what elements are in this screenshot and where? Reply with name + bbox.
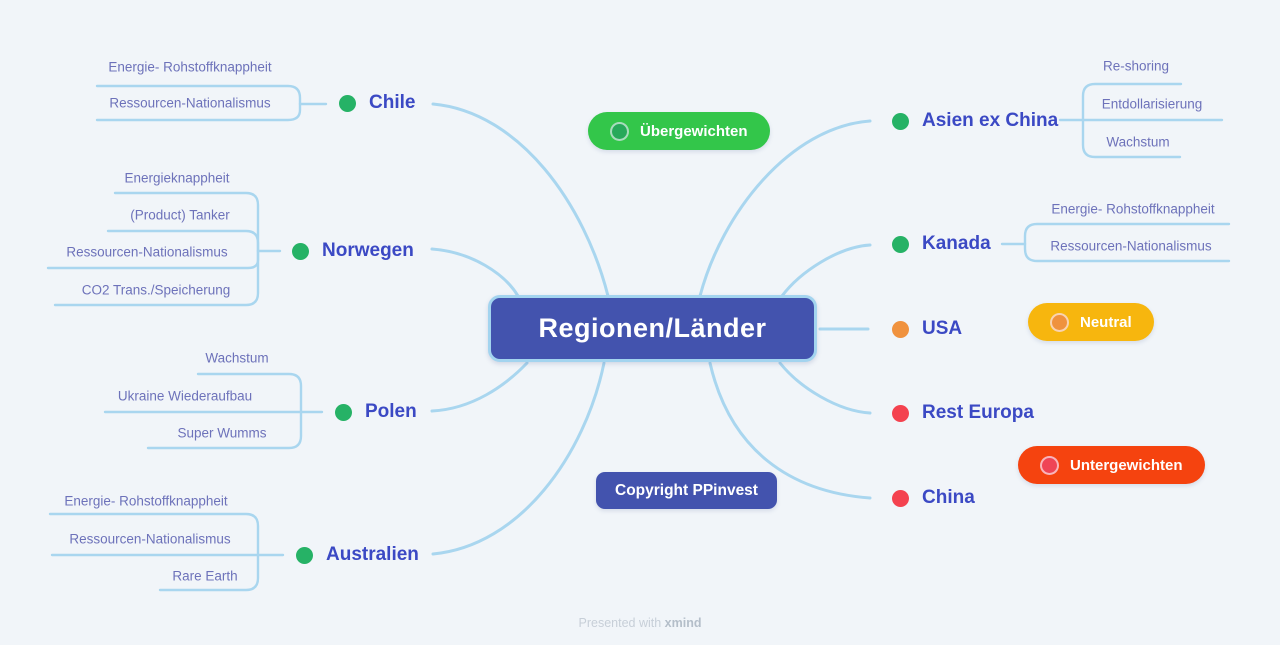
legend-overweight-label: Übergewichten [640, 122, 748, 140]
priority-dot-green [296, 546, 313, 564]
topic-kanada[interactable]: Kanada [892, 232, 991, 256]
legend-underweight-label: Untergewichten [1070, 456, 1183, 474]
legend-neutral-label: Neutral [1080, 313, 1132, 331]
subtopic-label[interactable]: Super Wumms [177, 425, 267, 441]
underweight-circle-icon [1040, 455, 1059, 475]
copyright-node[interactable]: Copyright PPinvest [596, 472, 777, 509]
subtopic-label[interactable]: Ressourcen-Nationalismus [69, 531, 231, 547]
neutral-circle-icon [1050, 312, 1069, 332]
topic-label: Australien [326, 544, 419, 565]
topic-australien[interactable]: Australien [296, 543, 419, 567]
central-topic[interactable]: Regionen/Länder [488, 295, 817, 362]
topic-label: China [922, 487, 975, 508]
topic-polen[interactable]: Polen [335, 400, 417, 424]
priority-dot-green [892, 112, 909, 130]
subtopic-label[interactable]: Energie- Rohstoffknappheit [1051, 201, 1215, 217]
subtopic-label[interactable]: Rare Earth [172, 568, 238, 584]
priority-dot-green [892, 235, 909, 253]
subtopic-label[interactable]: (Product) Tanker [130, 207, 230, 223]
footer: Presented with xmind [0, 616, 1280, 630]
subtopic-label[interactable]: Ressourcen-Nationalismus [1050, 238, 1212, 254]
subtopic-label[interactable]: Wachstum [205, 350, 269, 366]
footer-text: Presented with [578, 616, 662, 630]
topic-norwegen[interactable]: Norwegen [292, 239, 414, 263]
overweight-circle-icon [610, 121, 629, 141]
topic-label: Norwegen [322, 240, 414, 261]
subtopic-label[interactable]: Ukraine Wiederaufbau [117, 388, 253, 404]
legend-neutral-badge[interactable]: Neutral [1028, 303, 1154, 341]
topic-chile[interactable]: Chile [339, 91, 415, 115]
topic-label: Rest Europa [922, 402, 1034, 423]
topic-label: Polen [365, 401, 417, 422]
legend-overweight-badge[interactable]: Übergewichten [588, 112, 770, 150]
xmind-brand-link[interactable]: xmind [664, 616, 702, 630]
subtopic-label[interactable]: Wachstum [1106, 134, 1170, 150]
topic-label: Chile [369, 92, 416, 113]
subtopic-underlines [46, 82, 1231, 592]
topic-asien-ex-china[interactable]: Asien ex China [892, 109, 1058, 133]
subtopic-label[interactable]: CO2 Trans./Speicherung [81, 282, 231, 298]
priority-dot-green [292, 242, 309, 260]
topic-label: Asien ex China [922, 110, 1059, 131]
priority-dot-green [339, 94, 356, 112]
subtopic-label[interactable]: Energieknappheit [124, 170, 230, 186]
subtopic-label[interactable]: Energie- Rohstoffknappheit [64, 493, 228, 509]
main-branch-curves [430, 102, 872, 556]
priority-dot-orange [892, 320, 909, 338]
topic-rest-europa[interactable]: Rest Europa [892, 401, 1034, 425]
subtopic-label[interactable]: Entdollarisierung [1101, 96, 1203, 112]
topic-usa[interactable]: USA [892, 317, 962, 341]
priority-dot-green [335, 403, 352, 421]
priority-dot-red [892, 404, 909, 422]
topic-china[interactable]: China [892, 486, 975, 510]
subtopic-label[interactable]: Ressourcen-Nationalismus [109, 95, 271, 111]
priority-dot-red [892, 489, 909, 507]
legend-underweight-badge[interactable]: Untergewichten [1018, 446, 1205, 484]
subtopic-label[interactable]: Re-shoring [1102, 58, 1170, 74]
subtopic-label[interactable]: Ressourcen-Nationalismus [66, 244, 228, 260]
subtopic-label[interactable]: Energie- Rohstoffknappheit [108, 59, 272, 75]
topic-label: USA [922, 318, 963, 339]
topic-label: Kanada [922, 233, 991, 254]
